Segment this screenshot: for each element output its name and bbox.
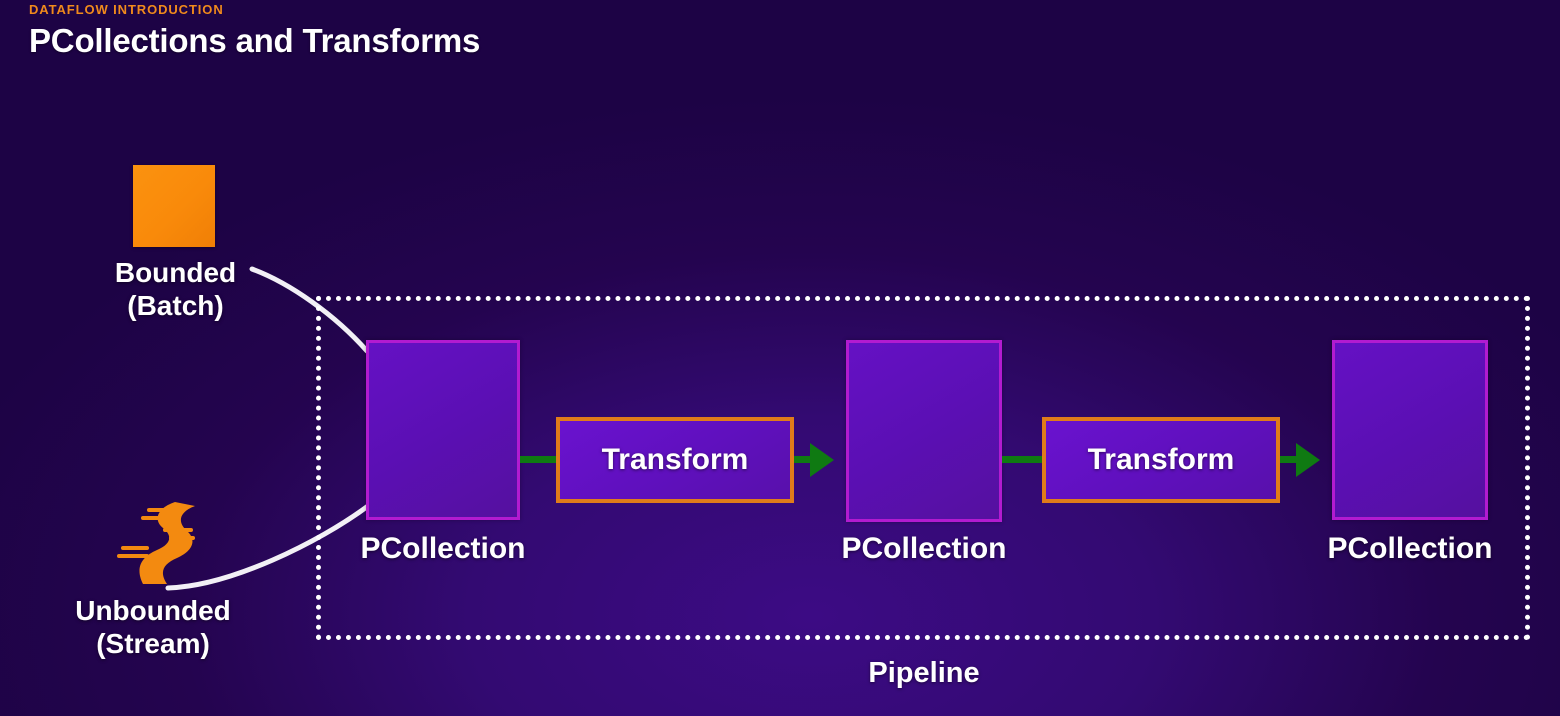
pcollection-box-1[interactable] [366, 340, 520, 520]
transform-label-1: Transform [601, 443, 749, 476]
connector-line-1 [520, 456, 558, 463]
pipeline-label: Pipeline [868, 657, 980, 689]
connector-line-3 [1002, 456, 1044, 463]
transform-label-2: Transform [1087, 443, 1235, 476]
pcollection-label-3: PCollection [1327, 532, 1493, 565]
slide-eyebrow: DATAFLOW INTRODUCTION [29, 2, 224, 17]
arrow-right-icon-1 [810, 443, 834, 477]
pcollection-box-3[interactable] [1332, 340, 1488, 520]
bounded-source-label: Bounded (Batch) [114, 257, 237, 322]
pcollection-label-2: PCollection [841, 532, 1007, 565]
stream-river-icon [117, 502, 195, 584]
pcollection-label-1: PCollection [360, 532, 526, 565]
transform-box-1[interactable]: Transform [556, 417, 794, 503]
connector-line-2 [794, 456, 812, 463]
orange-square-icon [133, 165, 215, 247]
transform-box-2[interactable]: Transform [1042, 417, 1280, 503]
page-title: PCollections and Transforms [29, 22, 481, 59]
arrow-right-icon-2 [1296, 443, 1320, 477]
pipeline-boundary [316, 296, 1530, 640]
connector-line-4 [1280, 456, 1298, 463]
unbounded-source-label: Unbounded (Stream) [75, 595, 231, 660]
pcollection-box-2[interactable] [846, 340, 1002, 522]
